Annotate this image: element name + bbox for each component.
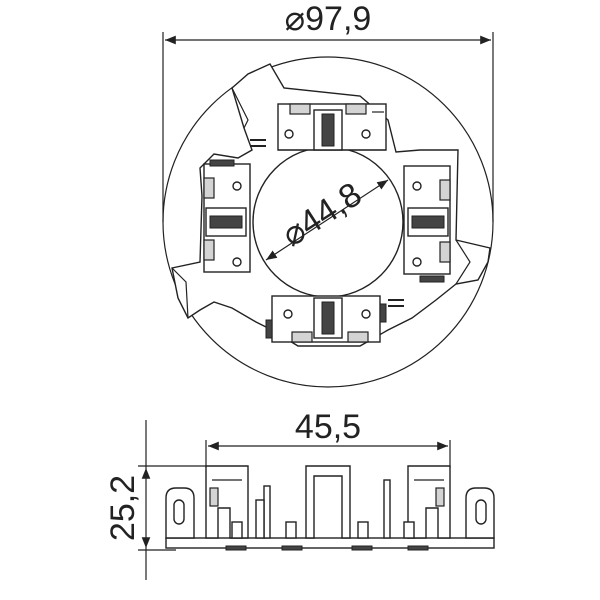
side-base (165, 537, 495, 549)
contact-block-right (403, 165, 451, 283)
inner-diameter-dimension-line (265, 179, 389, 261)
contact-block-left (203, 159, 251, 273)
width-label: 45,5 (295, 408, 361, 446)
top-view: ⌀97,9 (162, 0, 494, 388)
side-view: 45,5 25,2 (104, 408, 495, 580)
outer-diameter-label: ⌀97,9 (285, 0, 372, 38)
marks (250, 139, 404, 307)
contact-block-top (277, 103, 387, 151)
height-label: 25,2 (104, 475, 142, 541)
contact-block-bottom (265, 295, 387, 343)
